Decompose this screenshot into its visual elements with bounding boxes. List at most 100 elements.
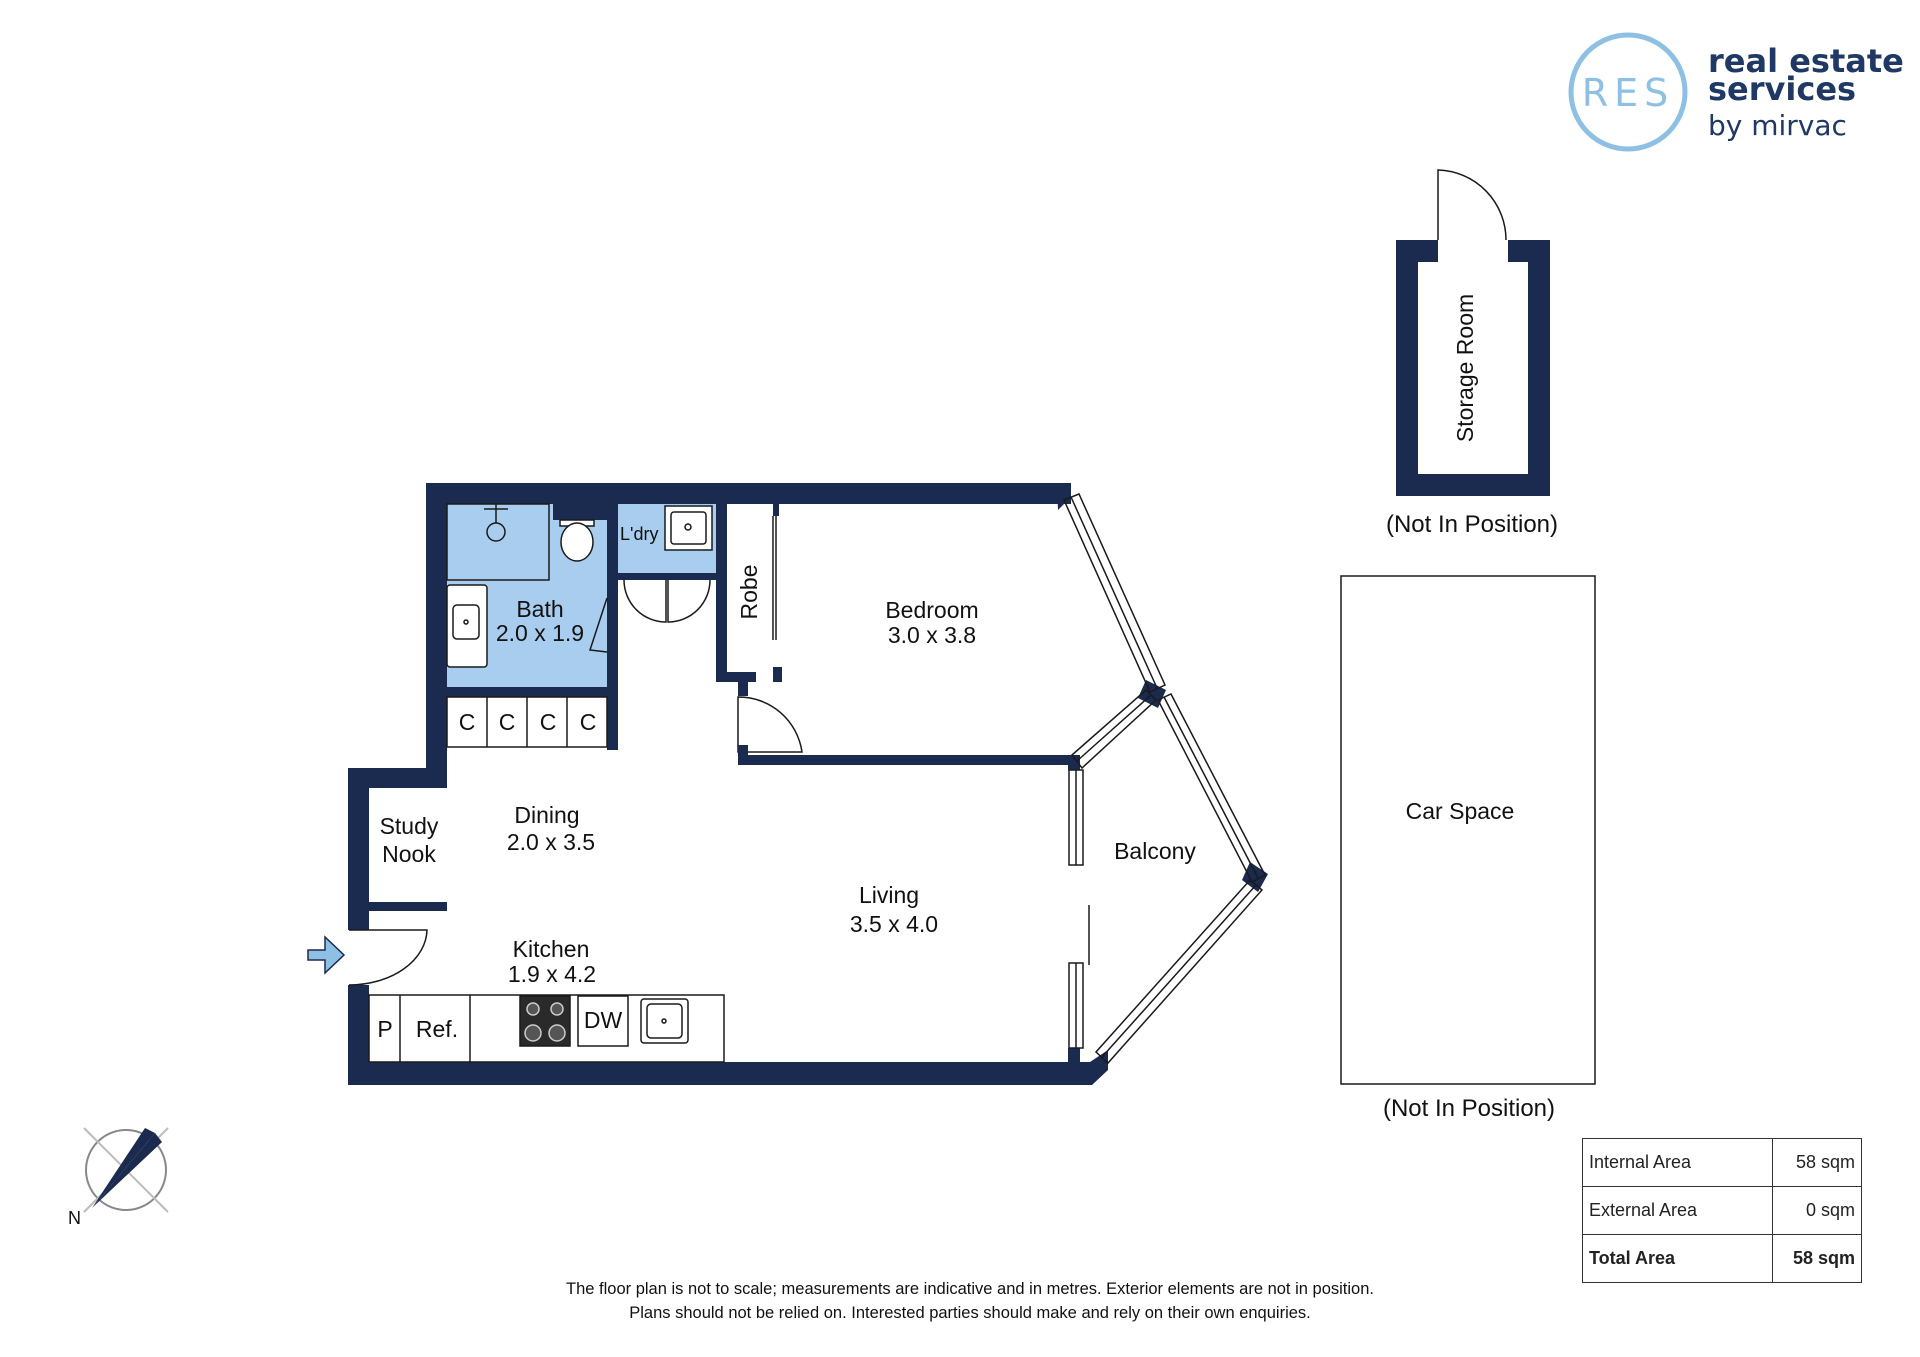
pillar-top <box>1057 483 1071 510</box>
bath-fixtures <box>446 503 608 668</box>
wall-robe-stub <box>773 667 782 682</box>
compass-needle-icon <box>92 1133 162 1208</box>
kitchen-counter <box>368 994 725 1063</box>
walls <box>348 483 1268 1085</box>
pillar-living <box>1068 1048 1080 1063</box>
storage-note: (Not In Position) <box>1386 511 1558 538</box>
study-label-2: Nook <box>382 841 436 867</box>
external-area-value: 0 sqm <box>1772 1186 1862 1235</box>
compass-label: N <box>68 1208 81 1228</box>
storage-room <box>1396 169 1550 496</box>
laundry-door-left <box>623 579 667 623</box>
pantry-label: P <box>377 1016 392 1042</box>
car-space-note: (Not In Position) <box>1383 1095 1555 1122</box>
bath-label: Bath <box>516 596 563 622</box>
brand-line-1: real estate <box>1708 42 1904 80</box>
internal-area-value: 58 sqm <box>1772 1138 1862 1187</box>
kitchen-label: Kitchen <box>513 936 590 962</box>
wall-study-nook <box>369 902 447 911</box>
bedroom-label: Bedroom <box>885 597 978 623</box>
kitchen-sink-icon <box>640 998 689 1044</box>
external-area-label: External Area <box>1582 1186 1773 1235</box>
wall-step <box>348 768 447 788</box>
table-row: Total Area 58 sqm <box>1582 1234 1862 1283</box>
entry-door-swing[interactable] <box>348 929 428 986</box>
wall-left-bottom <box>348 985 369 1085</box>
wall-robe-top-stub <box>773 504 779 516</box>
dining-label: Dining <box>514 802 579 828</box>
wall-left-upper <box>426 483 447 773</box>
wall-bath-right <box>607 598 618 688</box>
window-balcony-upper <box>1156 693 1267 884</box>
pillar-balcony <box>1242 862 1268 892</box>
wall-robe-bottom <box>716 672 756 682</box>
cupboard-label: C <box>580 709 597 735</box>
windows <box>1062 493 1267 1065</box>
storage-door-swing <box>1437 169 1507 241</box>
laundry-fixtures <box>623 505 713 623</box>
dishwasher <box>577 995 629 1047</box>
car-space <box>1340 575 1596 1085</box>
brand-line-3: by mirvac <box>1708 109 1847 142</box>
room-labels: Bath 2.0 x 1.9 L'dry Robe Bedroom 3.0 x … <box>377 294 1558 1122</box>
living-dims: 3.5 x 4.0 <box>850 911 938 937</box>
brand-line-2: services <box>1708 70 1856 108</box>
disclaimer: The floor plan is not to scale; measurem… <box>400 1277 1540 1325</box>
disclaimer-line-2: Plans should not be relied on. Intereste… <box>629 1304 1311 1322</box>
balcony-label: Balcony <box>1114 838 1196 864</box>
robe-label: Robe <box>736 565 762 620</box>
bedroom-dims: 3.0 x 3.8 <box>888 622 976 648</box>
logo-ring <box>1568 32 1688 152</box>
total-area-label: Total Area <box>1582 1234 1773 1283</box>
wall-robe-left <box>716 504 727 682</box>
wall-bedroom-bottom <box>738 755 1071 765</box>
toilet-icon <box>560 522 594 562</box>
cupboard-label: C <box>459 709 476 735</box>
logo-mark: RES <box>1582 71 1675 115</box>
kitchen-dims: 1.9 x 4.2 <box>508 961 596 987</box>
entry-arrow-icon <box>307 935 346 975</box>
compass: N <box>68 1127 169 1228</box>
compass-ring <box>85 1129 167 1211</box>
internal-area-label: Internal Area <box>1582 1138 1773 1187</box>
storage-label: Storage Room <box>1452 294 1478 442</box>
cupboard-label: C <box>540 709 557 735</box>
wall-bottom-corner <box>1068 1050 1108 1085</box>
wall-laundry-bottom <box>608 573 716 580</box>
total-area-value: 58 sqm <box>1772 1234 1862 1283</box>
area-table: Internal Area 58 sqm External Area 0 sqm… <box>1582 1138 1862 1283</box>
wall-cupboard-right <box>607 697 618 750</box>
table-row: Internal Area 58 sqm <box>1582 1138 1862 1187</box>
shower-screen <box>446 503 550 581</box>
living-label: Living <box>859 882 919 908</box>
wall-top <box>426 483 1071 504</box>
dishwasher-label: DW <box>584 1007 623 1033</box>
bedroom-door-swing <box>737 696 803 753</box>
entry <box>307 929 428 986</box>
window-balcony-lower <box>1094 878 1264 1065</box>
bath-door-swing <box>589 597 608 653</box>
laundry-label: L'dry <box>620 524 658 544</box>
pillar-bedroom <box>1068 755 1080 770</box>
laundry-door-right <box>667 579 711 623</box>
cupboards <box>446 696 608 748</box>
wall-bottom <box>348 1062 1070 1085</box>
car-space-label: Car Space <box>1406 798 1515 824</box>
robe-fixtures <box>772 516 777 640</box>
wall-bath-laundry <box>607 504 618 599</box>
study-label-1: Study <box>380 813 439 839</box>
bedroom-door <box>737 696 803 753</box>
wall-bath-bottom <box>447 687 618 697</box>
fridge-label: Ref. <box>416 1016 458 1042</box>
kitchen-bench <box>368 994 725 1063</box>
basin-icon <box>452 604 480 640</box>
dining-dims: 2.0 x 3.5 <box>507 829 595 855</box>
brand-logo: RES real estate services by mirvac <box>1568 32 1904 152</box>
wall-wc-stub <box>553 504 607 520</box>
window-bedroom <box>1062 493 1166 694</box>
cupboard-label: C <box>499 709 516 735</box>
table-row: External Area 0 sqm <box>1582 1186 1862 1235</box>
wall-left-lower <box>348 768 369 930</box>
bath-dims: 2.0 x 1.9 <box>496 620 584 646</box>
